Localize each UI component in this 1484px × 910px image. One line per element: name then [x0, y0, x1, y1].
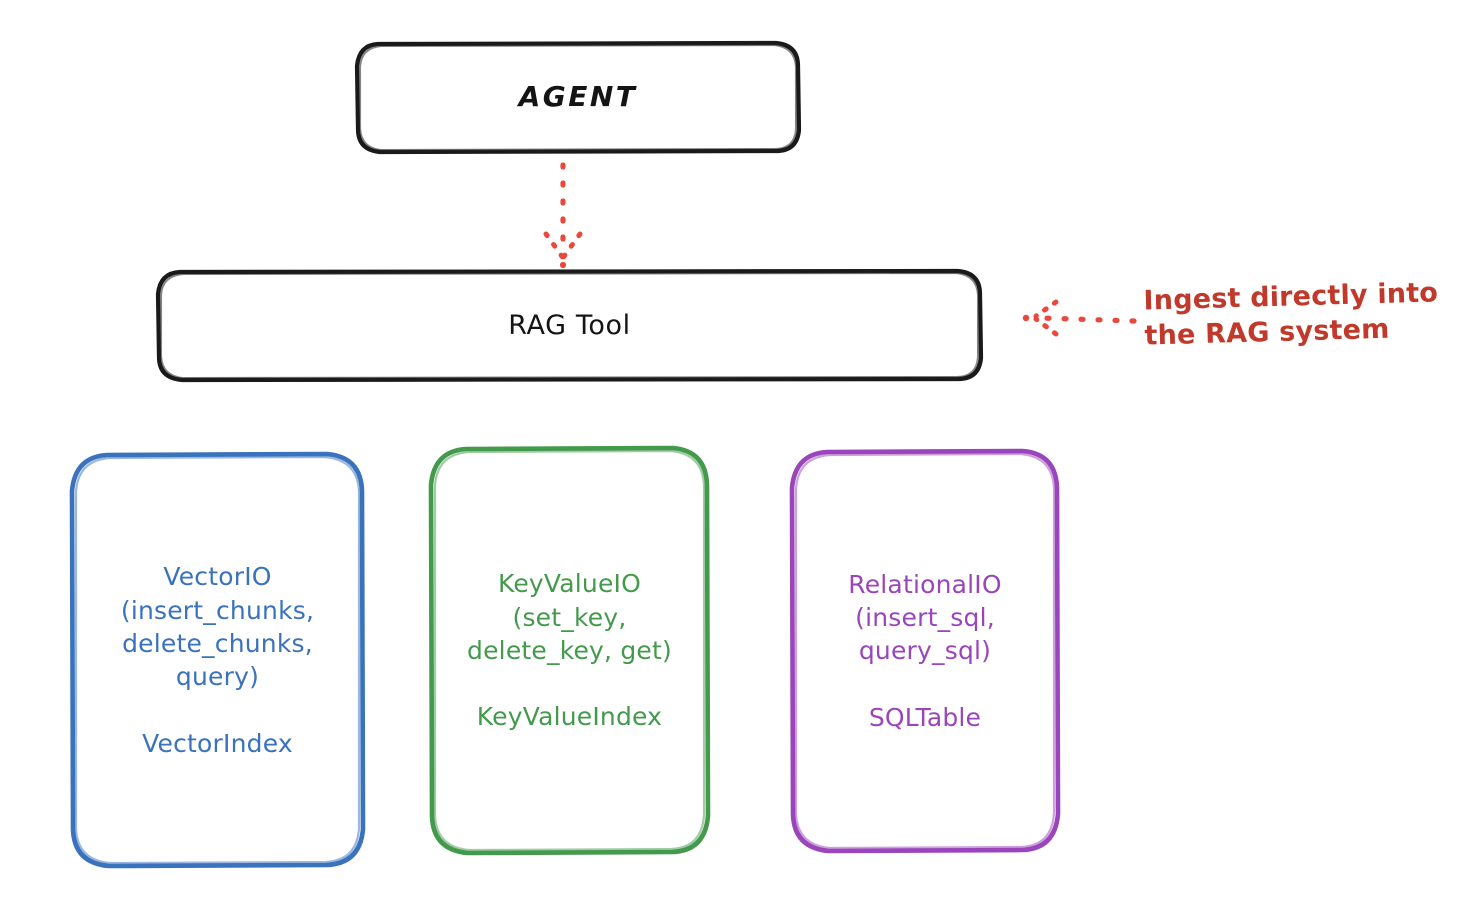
node-vector-io-label: VectorIO (insert_chunks, delete_chunks, … [120, 562, 315, 758]
node-agent[interactable]: AGENT [354, 40, 802, 155]
node-vector-io[interactable]: VectorIO (insert_chunks, delete_chunks, … [69, 451, 366, 869]
arrow-ingest-to-rag-tool [1022, 299, 1137, 337]
arrow-agent-to-rag-tool [543, 162, 583, 269]
node-relational-io[interactable]: RelationalIO (insert_sql, query_sql) SQL… [789, 448, 1061, 854]
node-rag-tool-label: RAG Tool [508, 309, 631, 341]
annotation-ingest-text: Ingest directly into the RAG system [1143, 277, 1439, 352]
node-rag-tool[interactable]: RAG Tool [155, 268, 984, 383]
node-key-value-io[interactable]: KeyValueIO (set_key, delete_key, get) Ke… [428, 445, 711, 856]
node-key-value-io-label: KeyValueIO (set_key, delete_key, get) Ke… [467, 569, 672, 732]
node-agent-label: AGENT [518, 80, 638, 114]
node-relational-io-label: RelationalIO (insert_sql, query_sql) SQL… [848, 569, 1002, 732]
